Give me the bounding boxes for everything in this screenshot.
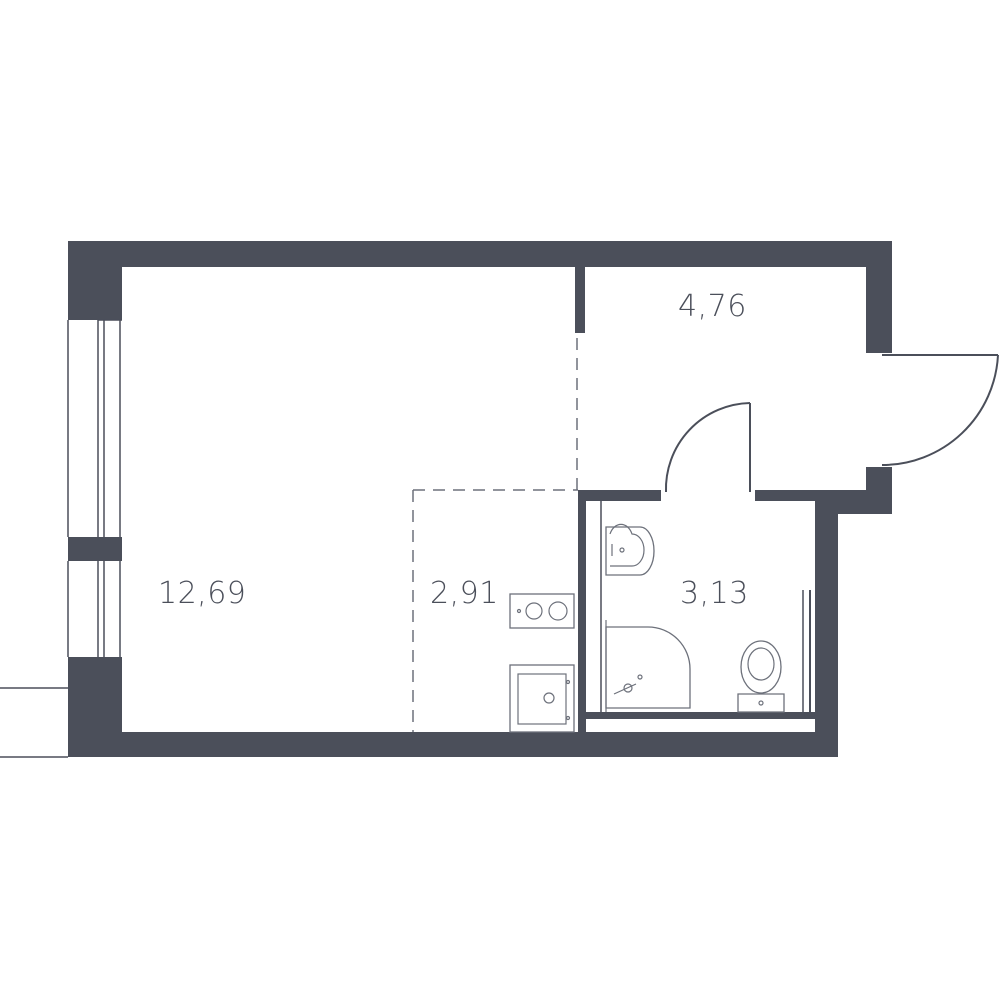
bathroom-top-wall-left (578, 490, 661, 501)
bathroom-left-wall (578, 490, 586, 732)
toilet-icon (737, 640, 785, 713)
bathroom-bottom-wall (578, 712, 818, 719)
sink-icon (509, 664, 575, 733)
hallway-area: 4,76 (678, 289, 747, 324)
bathroom-area: 3,13 (680, 576, 749, 611)
bathroom-outer-wall (815, 490, 838, 757)
hallway-partition (575, 267, 585, 333)
bathroom-inner-lines (600, 501, 811, 712)
bathroom-door (664, 402, 751, 493)
kitchen-area: 2,91 (430, 576, 499, 611)
window-left (67, 319, 122, 657)
bottom-wall (68, 732, 838, 757)
stove-icon (509, 593, 575, 629)
zone-separators (412, 338, 578, 732)
exterior-lines (0, 687, 68, 758)
bathroom-top-wall-right (755, 490, 820, 501)
shower-icon (605, 620, 691, 712)
left-wall-upper (68, 241, 122, 320)
entry-door (881, 354, 999, 467)
top-wall (68, 241, 892, 267)
left-wall-pier (68, 537, 122, 561)
washbasin-icon (605, 523, 655, 576)
living-room-area: 12,69 (158, 576, 246, 611)
walls (68, 241, 892, 757)
right-wall-upper (866, 241, 892, 353)
